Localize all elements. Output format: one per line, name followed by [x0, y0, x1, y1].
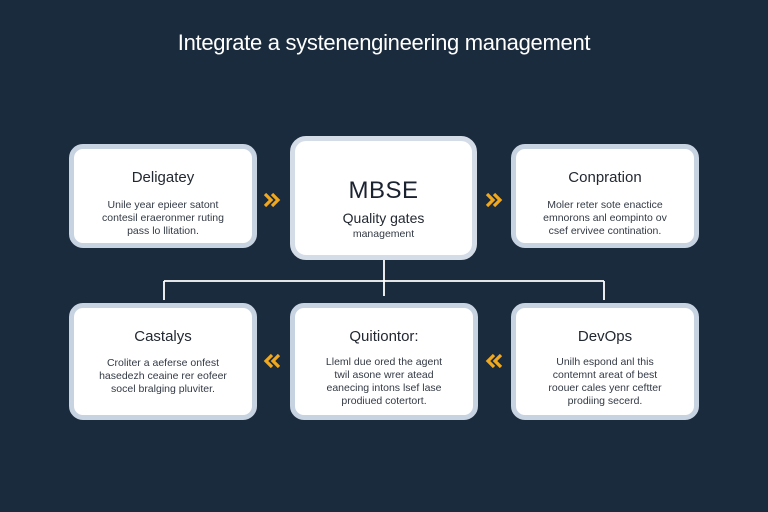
card-body-line: hasedezh ceaine rer eofeer [99, 370, 227, 382]
card-body-line: prodiued cotertort. [341, 395, 427, 407]
diagram-title: Integrate a systenengineering management [177, 30, 591, 55]
double-chevron-right-icon [263, 192, 281, 208]
card-deligatey-title: Deligatey [131, 169, 195, 186]
card-devops: DevOps Unilh espond anl this contemnt ar… [511, 303, 699, 420]
card-quitiontor-body: Lleml due ored the agent twil asone wrer… [295, 356, 473, 408]
mbse-title: MBSE [348, 177, 419, 204]
card-conpration-title: Conpration [568, 169, 642, 186]
card-body-line: Unile year epieer satont [107, 199, 219, 211]
card-deligatey-body: Unile year epieer satont contesil eraero… [74, 199, 252, 238]
card-conpration-body: Moler reter sote enactice emnorons anl e… [516, 199, 694, 238]
card-conpration: Conpration Moler reter sote enactice emn… [511, 144, 699, 248]
double-chevron-left-icon [263, 353, 281, 369]
card-body-line: contesil eraeronmer ruting [102, 212, 224, 224]
card-castalys-title: Castalys [134, 328, 192, 345]
card-body-line: Moler reter sote enactice [547, 199, 663, 211]
card-body-line: csef ervivee contination. [548, 225, 662, 237]
card-body-line: emnorons anl eompinto ov [543, 212, 667, 224]
mbse-caption: management [352, 228, 415, 240]
card-body-line: socel bralging pluviter. [111, 383, 215, 395]
card-body-line: Lleml due ored the agent [325, 356, 443, 368]
card-body-line: eanecing intons lsef lase [326, 382, 442, 394]
card-body-line: Unilh espond anl this [556, 356, 654, 368]
card-castalys-body: Croliter a aeferse onfest hasedezh ceain… [74, 357, 252, 396]
card-body-line: prodiing secerd. [567, 395, 643, 407]
card-deligatey: Deligatey Unile year epieer satont conte… [69, 144, 257, 248]
card-castalys: Castalys Croliter a aeferse onfest hased… [69, 303, 257, 420]
card-body-line: roouer cales yenr ceftter [548, 382, 662, 394]
card-mbse: MBSE Quality gates management [290, 136, 477, 260]
card-quitiontor: Quitiontor: Lleml due ored the agent twi… [290, 303, 478, 420]
mbse-subtitle: Quality gates [342, 210, 425, 226]
card-quitiontor-title: Quitiontor: [349, 328, 419, 345]
card-body-line: Croliter a aeferse onfest [106, 357, 220, 369]
double-chevron-left-icon [485, 353, 503, 369]
double-chevron-right-icon [485, 192, 503, 208]
card-body-line: twil asone wrer atead [334, 369, 434, 381]
card-devops-body: Unilh espond anl this contemnt areat of … [516, 356, 694, 408]
card-body-line: contemnt areat of best [552, 369, 658, 381]
card-body-line: pass lo llitation. [127, 225, 199, 237]
card-devops-title: DevOps [577, 328, 633, 345]
